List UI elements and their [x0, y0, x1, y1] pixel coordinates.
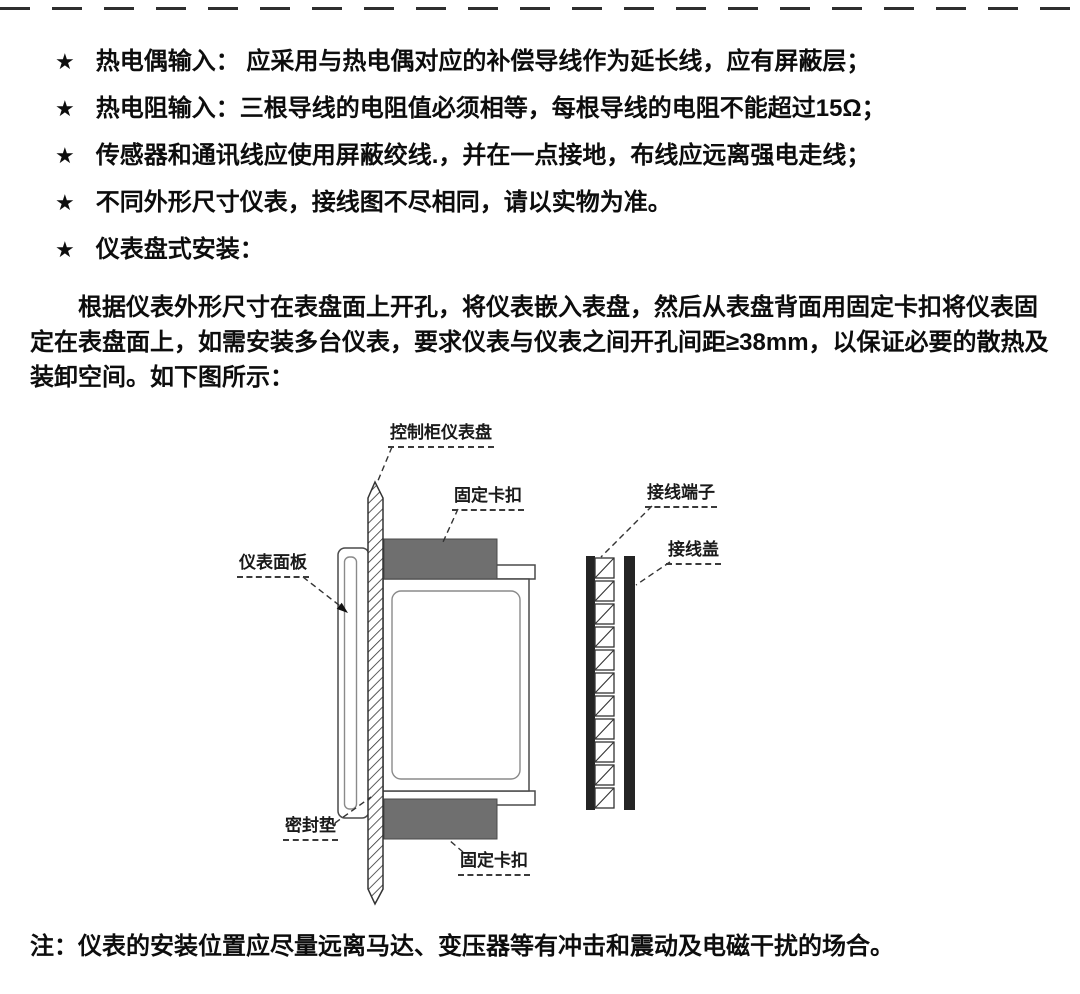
wiring-cover-bar — [624, 556, 635, 810]
leader-clip-bottom-label — [448, 839, 464, 853]
bullet-item-panel-mounting: ★ 仪表盘式安装： — [55, 236, 1045, 264]
terminal-base-bar — [586, 556, 595, 810]
terminal-block — [586, 556, 615, 810]
page-top-dashed-border — [0, 7, 1080, 10]
instrument-bezel — [337, 547, 370, 819]
star-bullet-icon: ★ — [55, 190, 75, 215]
bullet-text: 仪表盘式安装： — [95, 236, 264, 263]
installation-paragraph: 根据仪表外形尺寸在表盘面上开孔，将仪表嵌入表盘，然后从表盘背面用固定卡扣将仪表固… — [30, 294, 1049, 391]
front-panel-leader-arrowhead — [336, 602, 348, 613]
bottom-note: 注：仪表的安装位置应尽量远离马达、变压器等有冲击和震动及电磁干扰的场合。 — [30, 933, 894, 960]
bullet-item-rtd: ★ 热电阻输入：三根导线的电阻值必须相等，每根导线的电阻不能超过15Ω； — [55, 95, 1045, 123]
label-terminal-block: 接线端子 — [645, 483, 717, 508]
star-bullet-icon: ★ — [55, 96, 75, 121]
leader-panel-label — [376, 446, 393, 484]
label-wiring-cover: 接线盖 — [666, 540, 721, 565]
bullet-item-wiring-diagram: ★ 不同外形尺寸仪表，接线图不尽相同，请以实物为准。 — [55, 189, 1045, 217]
star-bullet-icon: ★ — [55, 143, 75, 168]
star-bullet-icon: ★ — [55, 237, 75, 262]
label-instrument-front-panel: 仪表面板 — [237, 553, 309, 578]
bullet-list: ★ 热电偶输入： 应采用与热电偶对应的补偿导线作为延长线，应有屏蔽层； ★ 热电… — [55, 48, 1045, 283]
bullet-item-sensor-wiring: ★ 传感器和通讯线应使用屏蔽绞线.，并在一点接地，布线应远离强电走线； — [55, 142, 1045, 170]
fixing-clip-bottom — [383, 798, 498, 840]
label-fixing-clip-top: 固定卡扣 — [452, 486, 524, 511]
case-shell — [382, 578, 530, 792]
bullet-text: 热电偶输入： 应采用与热电偶对应的补偿导线作为延长线，应有屏蔽层； — [95, 48, 871, 75]
label-control-cabinet-panel: 控制柜仪表盘 — [388, 423, 494, 448]
star-bullet-icon: ★ — [55, 49, 75, 74]
bullet-text: 不同外形尺寸仪表，接线图不尽相同，请以实物为准。 — [95, 189, 672, 216]
bullet-text: 传感器和通讯线应使用屏蔽绞线.，并在一点接地，布线应远离强电走线； — [95, 142, 871, 169]
panel-cross-section — [367, 480, 384, 906]
case-inner-face — [391, 590, 521, 780]
leader-clip-top-label — [442, 508, 459, 543]
bullet-text: 热电阻输入：三根导线的电阻值必须相等，每根导线的电阻不能超过15Ω； — [95, 95, 886, 122]
leader-cover-label — [635, 561, 671, 586]
leader-gasket-label — [334, 796, 372, 824]
label-fixing-clip-bottom: 固定卡扣 — [458, 851, 530, 876]
leader-terminal-label — [600, 505, 653, 558]
fixing-clip-top — [383, 538, 498, 580]
leader-front-panel-label — [302, 576, 345, 610]
instrument-body — [382, 564, 536, 806]
bullet-item-thermocouple: ★ 热电偶输入： 应采用与热电偶对应的补偿导线作为延长线，应有屏蔽层； — [55, 48, 1045, 76]
label-sealing-gasket: 密封垫 — [283, 816, 338, 841]
